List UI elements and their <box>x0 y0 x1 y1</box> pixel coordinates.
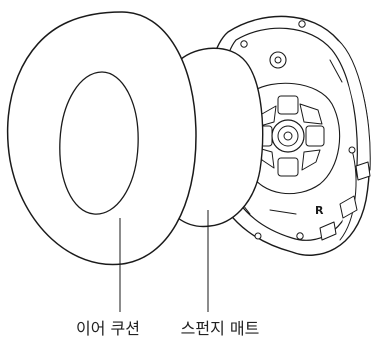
housing-screw <box>349 147 355 153</box>
housing-screw <box>255 233 261 239</box>
housing-screw <box>297 233 303 239</box>
housing-side-marker: R <box>315 204 324 217</box>
housing-screw <box>241 41 247 47</box>
housing-sensor-inner <box>275 57 281 63</box>
sponge-mat-label: 스펀지 매트 <box>181 319 260 338</box>
driver-hub-inner <box>284 132 292 140</box>
ear-cushion-label: 이어 쿠션 <box>76 319 140 338</box>
housing-screw <box>299 21 305 27</box>
ear-cushion <box>8 12 196 265</box>
